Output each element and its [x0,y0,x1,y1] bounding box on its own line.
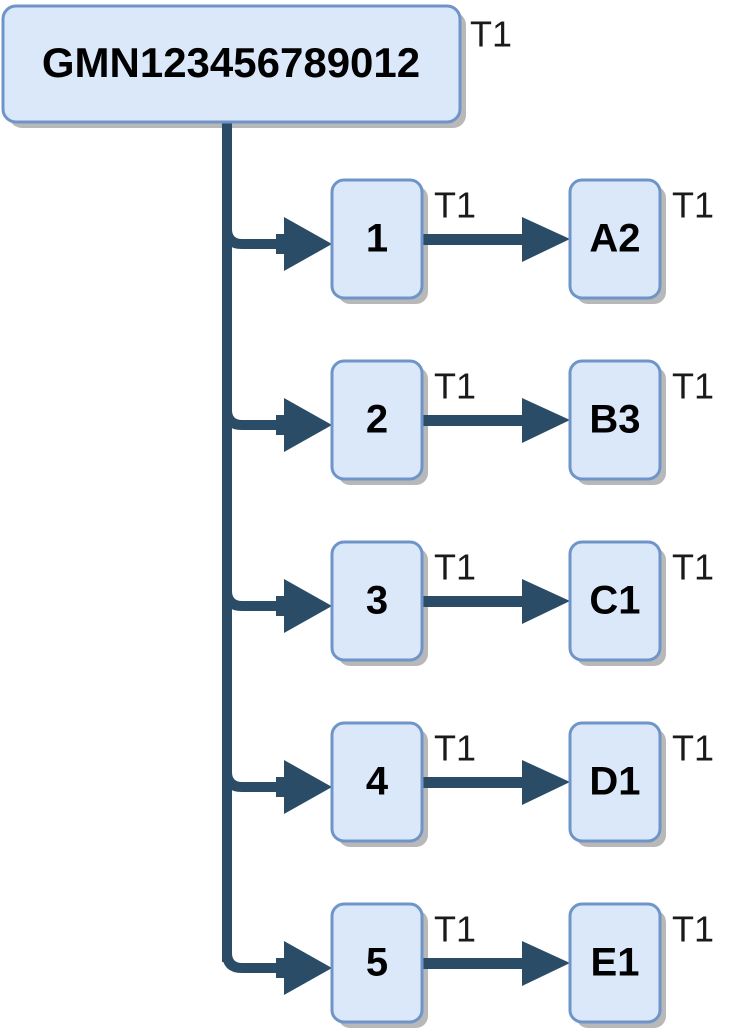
mid-node-tag: T1 [434,365,476,406]
branch-arrow-1 [222,200,332,271]
root-node-label: GMN123456789012 [42,39,420,86]
mid-node-label: 5 [366,941,388,985]
node-mid-2[interactable]: 2 [330,359,424,481]
leaf-node-box[interactable] [568,902,662,1024]
leaf-node-box[interactable] [568,540,662,662]
branch-arrow-4 [222,743,332,814]
mid-node-box[interactable] [330,721,424,843]
leaf-node-label: A2 [589,217,640,261]
branch-arrow-3 [222,562,332,633]
edge-arrow-mid-to-leaf-2 [421,398,570,443]
node-mid-4[interactable]: 4 [330,721,424,843]
leaf-node-tag: T1 [672,546,714,587]
leaf-node-tag: T1 [672,365,714,406]
edge-arrow-mid-to-leaf-3 [421,579,570,624]
mid-node-label: 4 [366,760,389,804]
node-leaf-2[interactable]: B3 [568,359,662,481]
leaf-node-tag: T1 [672,908,714,949]
mid-node-tag: T1 [434,908,476,949]
mid-node-tag: T1 [434,727,476,768]
leaf-node-box[interactable] [568,178,662,300]
mid-node-tag: T1 [434,184,476,225]
leaf-node-label: D1 [589,760,640,804]
leaf-node-box[interactable] [568,721,662,843]
connector-layer [222,118,570,995]
mid-node-label: 3 [366,579,388,623]
root-node-tag: T1 [470,13,512,54]
node-leaf-3[interactable]: C1 [568,540,662,662]
leaf-node-tag: T1 [672,184,714,225]
mid-node-box[interactable] [330,178,424,300]
node-mid-3[interactable]: 3 [330,540,424,662]
node-leaf-5[interactable]: E1 [568,902,662,1024]
mid-node-box[interactable] [330,902,424,1024]
mid-node-box[interactable] [330,540,424,662]
mid-node-label: 1 [366,217,388,261]
leaf-node-box[interactable] [568,359,662,481]
leaf-node-label: C1 [589,579,640,623]
leaf-node-tag: T1 [672,727,714,768]
edge-arrow-mid-to-leaf-1 [421,217,570,262]
node-mid-1[interactable]: 1 [330,178,424,300]
shadow-layer [9,12,666,1028]
node-leaf-1[interactable]: A2 [568,178,662,300]
root-node-box[interactable] [1,4,462,124]
edge-arrow-mid-to-leaf-4 [421,760,570,805]
node-mid-5[interactable]: 5 [330,902,424,1024]
mid-node-label: 2 [366,398,388,442]
mid-node-tag: T1 [434,546,476,587]
node-root[interactable]: GMN123456789012 [1,4,462,124]
node-leaf-4[interactable]: D1 [568,721,662,843]
branch-arrow-2 [222,381,332,452]
leaf-node-label: E1 [591,941,640,985]
mid-node-box[interactable] [330,359,424,481]
leaf-node-label: B3 [589,398,640,442]
edge-arrow-mid-to-leaf-5 [421,941,570,986]
branch-arrow-5 [222,924,332,995]
